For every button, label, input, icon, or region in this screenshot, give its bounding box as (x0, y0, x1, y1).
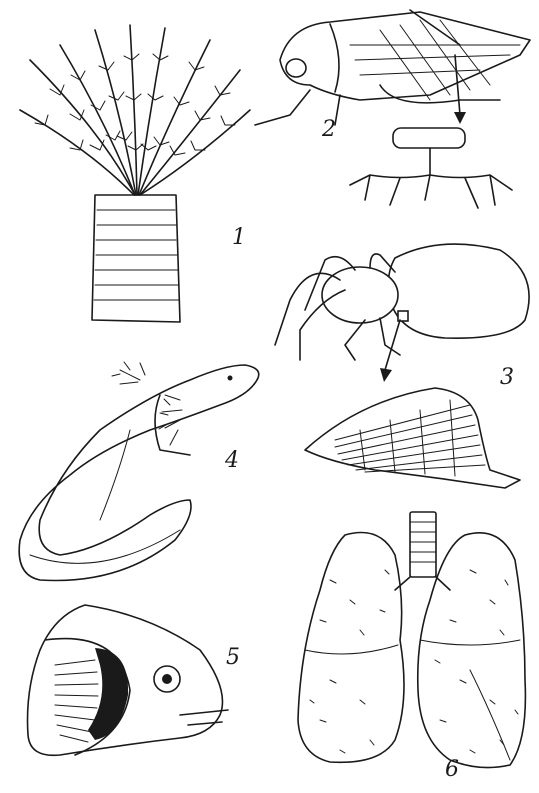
spider-book-lung-icon (275, 244, 529, 488)
figure-number-3: 3 (500, 365, 514, 390)
figure-number-4: 4 (225, 448, 239, 473)
tube-worm-gills-icon (20, 25, 250, 322)
fish-gills-icon (28, 605, 229, 755)
axolotl-external-gills-icon (19, 362, 259, 581)
figure-number-5: 5 (226, 645, 240, 670)
figure-number-6: 6 (445, 757, 459, 782)
grasshopper-trachea-icon (255, 10, 530, 208)
figure-number-1: 1 (232, 225, 246, 250)
human-lungs-icon (298, 512, 525, 768)
figure-number-2: 2 (322, 117, 336, 142)
